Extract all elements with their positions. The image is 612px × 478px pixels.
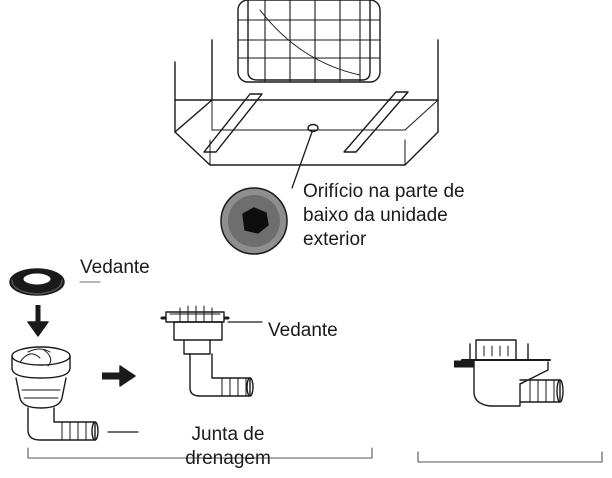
- hole-leader-line: [291, 131, 313, 189]
- drain-hole-label-line2: baixo da unidade: [303, 205, 448, 226]
- assembled-drain-joint-icon: [160, 305, 254, 397]
- drain-joint-icon: [11, 346, 99, 441]
- installed-drain-joint-icon: [454, 339, 564, 407]
- drain-joint-label-line1: Junta de: [191, 424, 265, 445]
- drain-hole-zoom-icon: [220, 187, 288, 255]
- down-arrow-icon: [27, 305, 49, 337]
- drain-hole-label: Orifício na parte de baixo da unidade ex…: [303, 180, 533, 252]
- outdoor-unit-illustration: [174, 0, 439, 166]
- drain-joint-label: Junta de drenagem: [158, 423, 298, 471]
- seal-label-side: Vedante: [268, 320, 338, 341]
- drain-hole-label-line3: exterior: [303, 229, 367, 250]
- right-arrow-icon: [102, 365, 136, 387]
- drain-joint-label-line2: drenagem: [185, 448, 271, 469]
- seal-label-top: Vedante: [80, 257, 150, 278]
- drain-hole-label-line1: Orifício na parte de: [303, 181, 465, 202]
- seal-ring-icon: [9, 268, 65, 296]
- right-group-bracket: [417, 451, 603, 463]
- left-group-bracket: [27, 447, 373, 459]
